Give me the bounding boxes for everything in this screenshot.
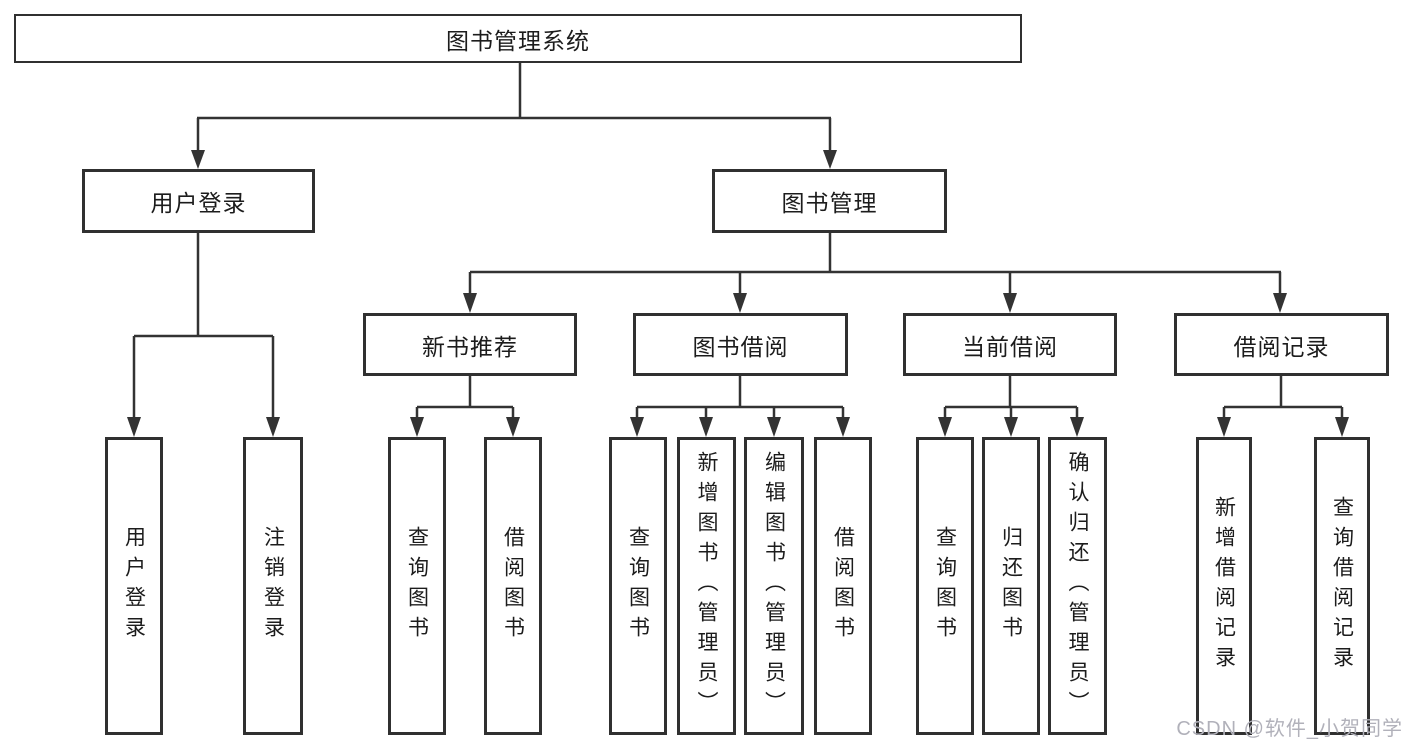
arrowhead-leaf-login — [127, 417, 141, 437]
arrowhead-user-login — [191, 150, 205, 169]
csdn-watermark: CSDN @软件_小贺同学 — [1176, 718, 1403, 740]
node-book-management: 图书管理 — [712, 169, 947, 233]
leaf-return-books: 归还图书 — [982, 437, 1040, 735]
leaf-borrowing-query-books: 查询图书 — [609, 437, 667, 735]
leaf-add-borrow-record-label: 新增借阅记录 — [1212, 496, 1236, 676]
leaf-logout-label: 注销登录 — [261, 526, 285, 646]
leaf-newbook-borrow-books: 借阅图书 — [484, 437, 542, 735]
leaf-current-query-books-label: 查询图书 — [933, 526, 957, 646]
arrowhead-nb-borrow — [506, 417, 520, 437]
leaf-add-books-admin: 新增图书（管理员） — [677, 437, 736, 735]
node-new-book-recommend-label: 新书推荐 — [422, 333, 518, 360]
leaf-current-query-books: 查询图书 — [916, 437, 974, 735]
arrowhead-bb-edit — [767, 417, 781, 437]
node-current-borrowing-label: 当前借阅 — [962, 333, 1058, 360]
leaf-logout: 注销登录 — [243, 437, 303, 735]
leaf-borrow-books: 借阅图书 — [814, 437, 872, 735]
node-borrowing-records-label: 借阅记录 — [1233, 333, 1330, 360]
leaf-newbook-query-books-label: 查询图书 — [405, 526, 429, 646]
leaf-user-login-label: 用户登录 — [122, 526, 146, 646]
leaf-newbook-query-books: 查询图书 — [388, 437, 446, 735]
node-root-library-system: 图书管理系统 — [14, 14, 1022, 63]
leaf-query-borrow-record: 查询借阅记录 — [1314, 437, 1370, 735]
leaf-user-login: 用户登录 — [105, 437, 163, 735]
arrowhead-new-book — [463, 293, 477, 313]
node-user-login: 用户登录 — [82, 169, 315, 233]
node-user-login-label: 用户登录 — [150, 190, 247, 216]
leaf-edit-books-admin: 编辑图书（管理员） — [744, 437, 804, 735]
arrowhead-bb-query — [630, 417, 644, 437]
arrowhead-leaf-logout — [266, 417, 280, 437]
leaf-edit-books-admin-label: 编辑图书（管理员） — [762, 451, 786, 721]
arrowhead-bb-add — [699, 417, 713, 437]
arrowhead-cb-return — [1004, 417, 1018, 437]
leaf-confirm-return-admin-label: 确认归还（管理员） — [1066, 451, 1089, 721]
arrowhead-cb-query — [938, 417, 952, 437]
leaf-return-books-label: 归还图书 — [999, 526, 1023, 646]
arrowhead-br-add — [1217, 417, 1231, 437]
arrowhead-bb-borrow — [836, 417, 850, 437]
node-borrowing-records: 借阅记录 — [1174, 313, 1389, 376]
node-new-book-recommend: 新书推荐 — [363, 313, 577, 376]
arrowhead-book-mgmt — [823, 150, 837, 169]
node-root-label: 图书管理系统 — [446, 27, 590, 54]
arrowhead-borrow-records — [1273, 293, 1287, 313]
node-book-management-label: 图书管理 — [781, 190, 878, 216]
arrowhead-nb-query — [410, 417, 424, 437]
arrowhead-book-borrow — [733, 293, 747, 313]
node-current-borrowing: 当前借阅 — [903, 313, 1117, 376]
leaf-borrowing-query-books-label: 查询图书 — [626, 526, 650, 646]
arrowhead-cb-confirm — [1070, 417, 1084, 437]
leaf-add-borrow-record: 新增借阅记录 — [1196, 437, 1252, 735]
node-book-borrowing-label: 图书借阅 — [692, 333, 789, 360]
leaf-newbook-borrow-books-label: 借阅图书 — [501, 526, 525, 646]
arrowhead-current-borrow — [1003, 293, 1017, 313]
leaf-add-books-admin-label: 新增图书（管理员） — [695, 451, 718, 721]
arrowhead-br-query — [1335, 417, 1349, 437]
node-book-borrowing: 图书借阅 — [633, 313, 848, 376]
leaf-query-borrow-record-label: 查询借阅记录 — [1330, 496, 1354, 676]
leaf-confirm-return-admin: 确认归还（管理员） — [1048, 437, 1107, 735]
leaf-borrow-books-label: 借阅图书 — [831, 526, 855, 646]
